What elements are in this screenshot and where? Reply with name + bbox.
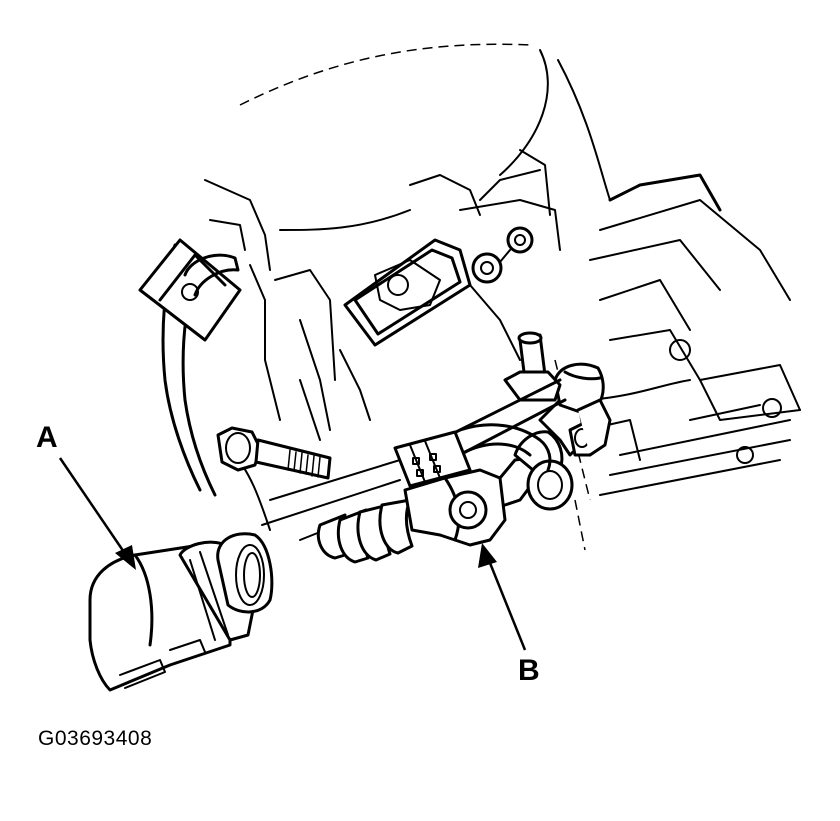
figure-code: G03693408	[38, 727, 153, 750]
hose-bracket	[138, 238, 242, 497]
leader-arrow-b	[478, 543, 527, 651]
boot-cover-a	[88, 532, 274, 692]
slave-cylinder-b	[261, 331, 612, 564]
flange-bolt	[216, 426, 332, 480]
callout-b: B	[518, 654, 540, 687]
transmission-housing	[204, 43, 801, 551]
leader-arrow-a	[58, 457, 136, 570]
callout-a: A	[36, 421, 58, 454]
